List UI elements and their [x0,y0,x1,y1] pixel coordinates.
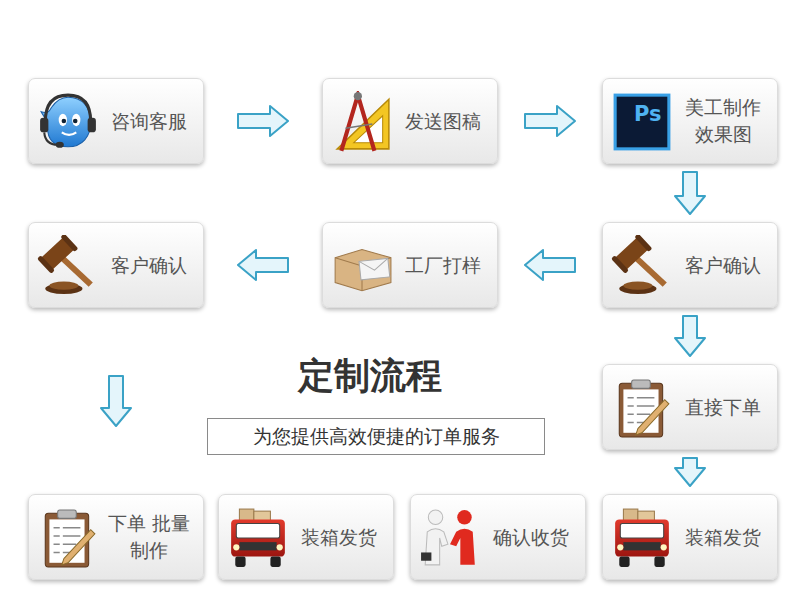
process-box: 发送图稿 [322,78,498,164]
process-box: 客户确认 [28,222,204,308]
step-icon [611,235,673,297]
step-label: 下单 批量制作 [101,510,197,563]
step-label: 装箱发货 [675,524,771,551]
process-box: 装箱发货 [218,494,394,580]
flow-arrow [238,250,288,280]
diagram-title: 定制流程 [200,352,540,401]
icon-letters: Ps [634,104,662,125]
flow-arrow [675,458,705,486]
process-box: 美工制作 效果图 [602,78,778,164]
step-icon [611,377,673,439]
step-icon [37,235,99,297]
step-label: 发送图稿 [395,108,491,135]
process-box: 客户确认 [602,222,778,308]
step-icon [37,91,99,153]
step-icon [331,91,393,153]
step-icon [331,235,393,297]
flow-arrow [675,316,705,356]
flow-arrow [675,172,705,214]
process-box: 直接下单 [602,364,778,450]
step-label: 直接下单 [675,394,771,421]
step-icon [611,507,673,569]
process-box: 确认收货 [410,494,586,580]
step-icon [37,507,99,569]
step-label: 客户确认 [101,252,197,279]
step-label: 咨询客服 [101,108,197,135]
subtitle-box: 为您提供高效便捷的订单服务 [207,418,545,455]
process-box: 工厂打样 [322,222,498,308]
step-label: 美工制作 效果图 [675,94,771,147]
flow-arrow [525,250,575,280]
step-icon [227,507,289,569]
process-box: 装箱发货 [602,494,778,580]
step-label: 装箱发货 [291,524,387,551]
step-label: 工厂打样 [395,252,491,279]
process-box: 下单 批量制作 [28,494,204,580]
flow-arrow [101,376,131,426]
step-label: 客户确认 [675,252,771,279]
step-icon [419,507,481,569]
process-box: 咨询客服 [28,78,204,164]
flow-arrow [238,106,288,136]
flow-arrow [525,106,575,136]
step-label: 确认收货 [483,524,579,551]
